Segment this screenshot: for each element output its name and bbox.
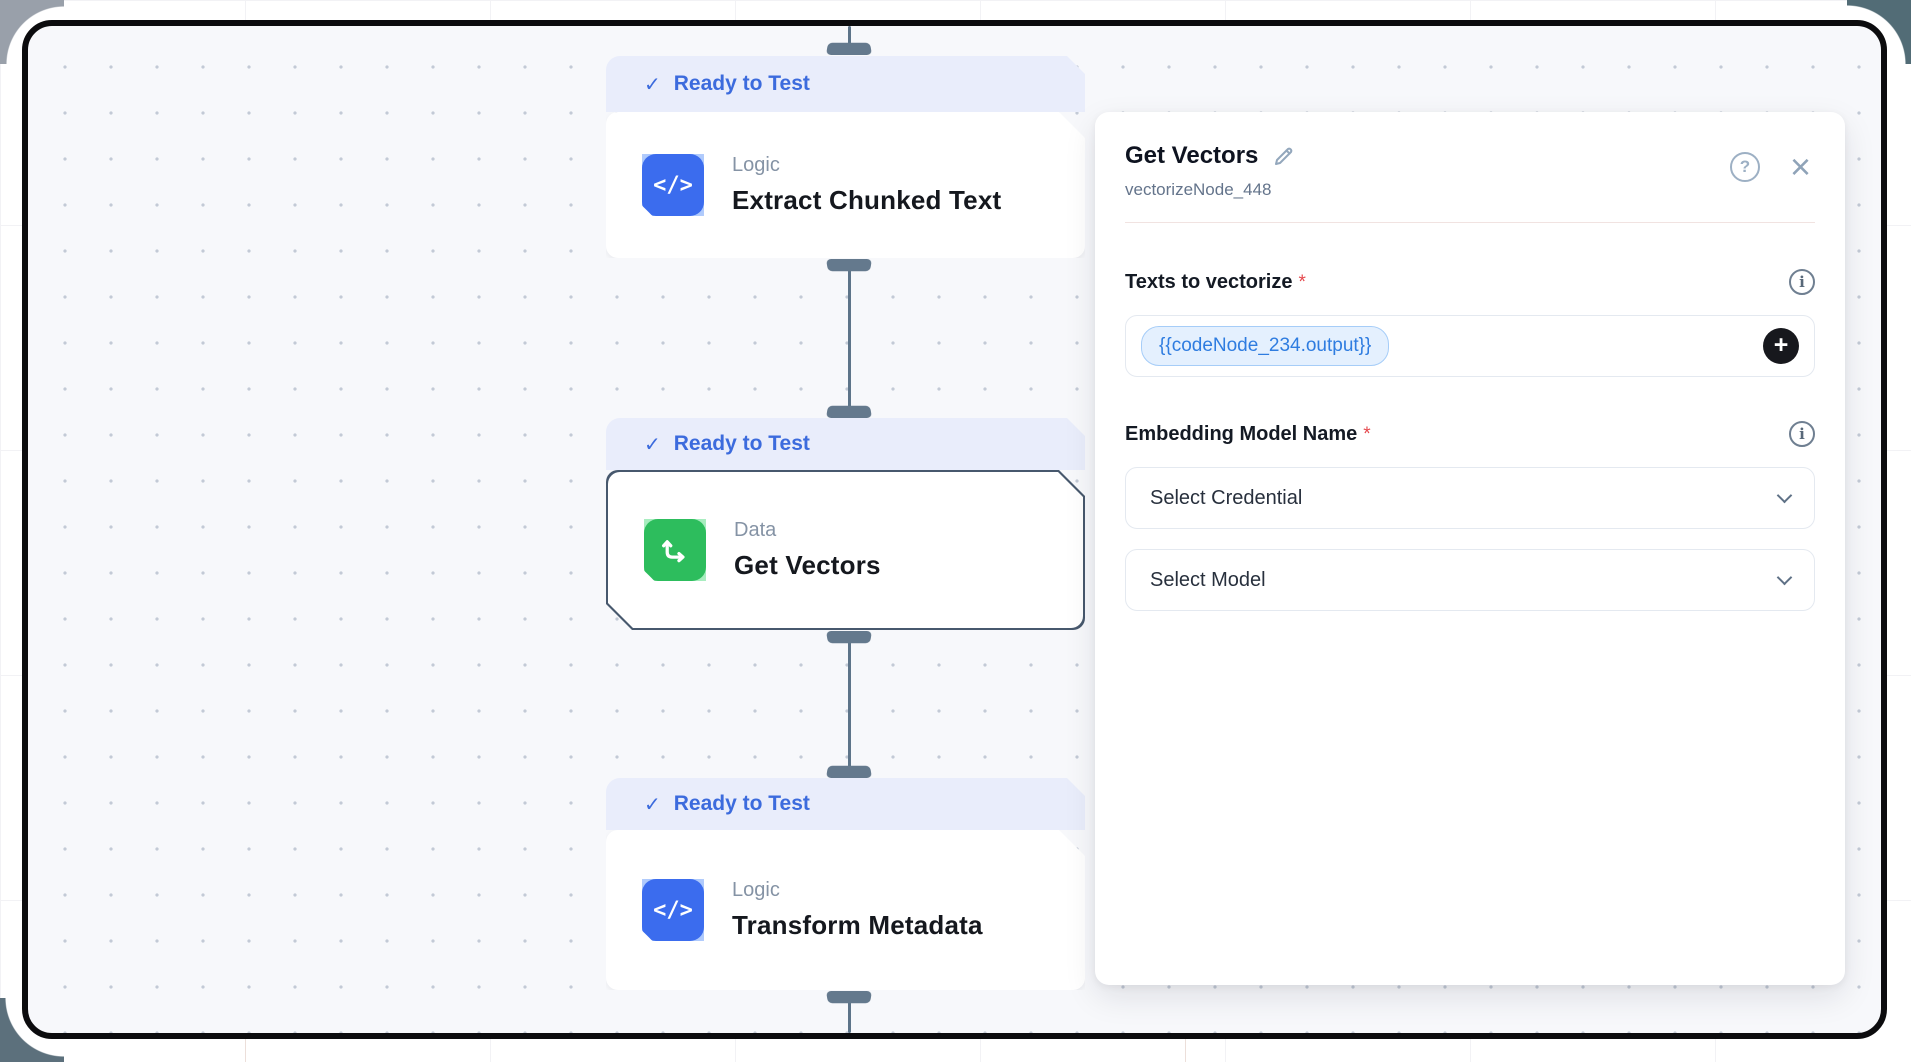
node-status-badge: ✓ Ready to Test — [606, 778, 1085, 830]
window-bottom-strip — [0, 1039, 1911, 1062]
input-port-handle[interactable] — [826, 405, 872, 418]
required-asterisk: * — [1363, 423, 1371, 445]
connector-wire — [847, 26, 851, 55]
node-category: Data — [734, 519, 777, 541]
edit-pencil-icon[interactable] — [1272, 144, 1296, 168]
panel-divider — [1125, 222, 1815, 223]
close-icon[interactable]: × — [1789, 146, 1811, 187]
token-chip[interactable]: {{codeNode_234.output}} — [1141, 326, 1390, 366]
chevron-down-icon — [1776, 569, 1793, 585]
node-category: Logic — [732, 879, 780, 901]
connector-wire — [847, 991, 851, 1033]
panel-title: Get Vectors — [1125, 142, 1259, 169]
check-icon: ✓ — [644, 793, 661, 816]
input-port-handle[interactable] — [826, 42, 872, 55]
output-port-handle[interactable] — [826, 631, 872, 644]
node-status-badge: ✓ Ready to Test — [606, 56, 1085, 112]
node-category: Logic — [732, 154, 780, 176]
connector-wire — [847, 259, 851, 418]
code-icon: </> — [642, 154, 704, 216]
status-label: Ready to Test — [673, 72, 810, 95]
code-icon: </> — [642, 879, 704, 941]
check-icon: ✓ — [644, 433, 661, 456]
select-model-value: Select Model — [1150, 568, 1266, 591]
texts-to-vectorize-label: Texts to vectorize — [1125, 270, 1293, 293]
connector-wire — [847, 631, 851, 778]
node-card[interactable]: Data Get Vectors — [608, 472, 1083, 628]
check-icon: ✓ — [644, 73, 661, 96]
output-port-handle[interactable] — [826, 991, 872, 1004]
vector-axes-icon — [644, 519, 706, 581]
status-label: Ready to Test — [673, 432, 810, 455]
required-asterisk: * — [1298, 271, 1306, 293]
select-model-dropdown[interactable]: Select Model — [1125, 549, 1815, 611]
node-extract-chunked-text[interactable]: ✓ Ready to Test </> Logic Extract Chunke… — [606, 56, 1085, 258]
embedding-model-name-label: Embedding Model Name — [1125, 422, 1358, 445]
input-port-handle[interactable] — [826, 765, 872, 778]
chevron-down-icon — [1776, 487, 1793, 503]
info-icon[interactable]: i — [1789, 421, 1815, 447]
status-label: Ready to Test — [673, 792, 810, 815]
node-id-label: vectorizeNode_448 — [1125, 180, 1272, 199]
node-card[interactable]: </> Logic Transform Metadata — [606, 830, 1085, 990]
select-credential-dropdown[interactable]: Select Credential — [1125, 467, 1815, 529]
select-credential-value: Select Credential — [1150, 486, 1303, 509]
info-icon[interactable]: i — [1789, 269, 1815, 295]
add-token-button[interactable]: + — [1763, 328, 1799, 364]
node-transform-metadata[interactable]: ✓ Ready to Test </> Logic Transform Meta… — [606, 778, 1085, 990]
node-get-vectors[interactable]: ✓ Ready to Test Data Get Vectors — [606, 418, 1085, 630]
node-title: Transform Metadata — [732, 910, 983, 940]
help-icon[interactable]: ? — [1729, 152, 1760, 182]
node-status-badge: ✓ Ready to Test — [606, 418, 1085, 470]
workflow-canvas[interactable]: ✓ Ready to Test </> Logic Extract Chunke… — [22, 20, 1887, 1039]
node-title: Get Vectors — [734, 550, 881, 580]
texts-to-vectorize-input[interactable]: {{codeNode_234.output}} + — [1125, 315, 1815, 377]
output-port-handle[interactable] — [826, 259, 872, 272]
node-card[interactable]: </> Logic Extract Chunked Text — [606, 112, 1085, 258]
node-config-panel: Get Vectors vectorizeNode_448 ? × — [1095, 112, 1845, 985]
node-selection-outline: Data Get Vectors — [606, 470, 1085, 630]
node-title: Extract Chunked Text — [732, 185, 1002, 215]
